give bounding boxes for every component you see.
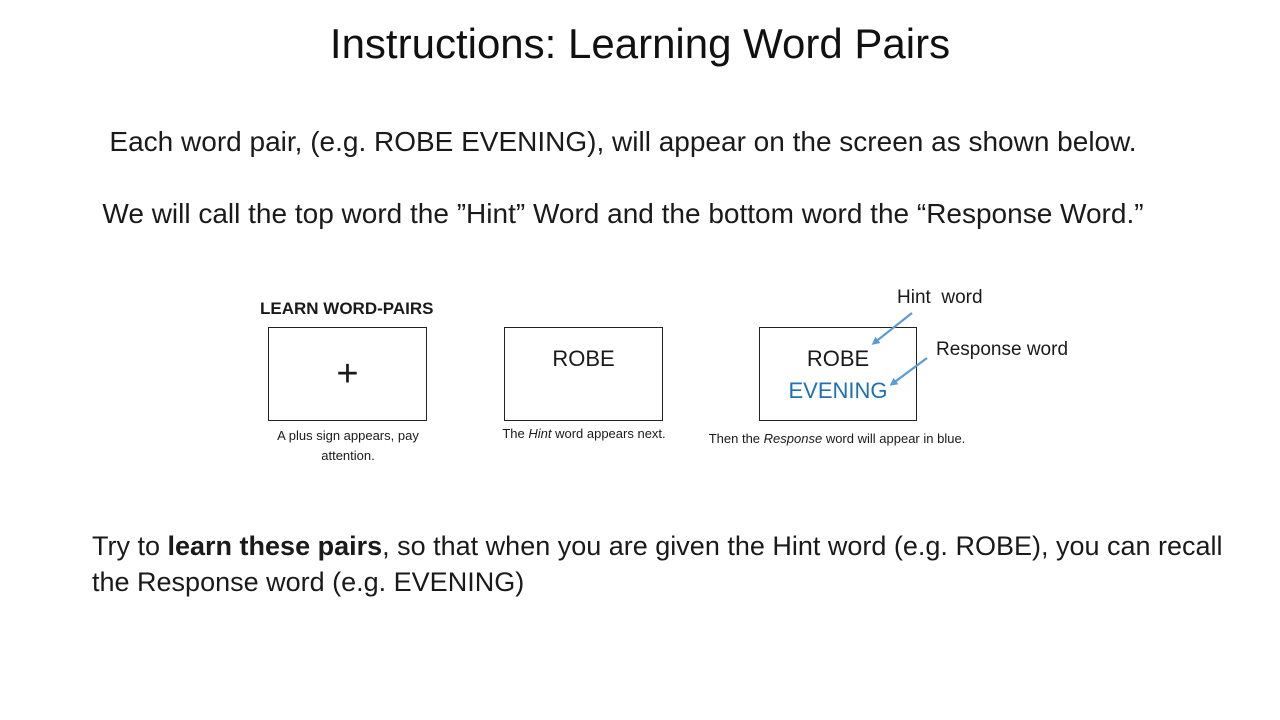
hint-caption: The Hint word appears next.	[478, 424, 690, 444]
hint-word-text: ROBE	[552, 346, 615, 371]
page-title: Instructions: Learning Word Pairs	[329, 20, 951, 67]
hint-screen-box: ROBE	[504, 327, 663, 421]
hint-word-callout: Hint word	[897, 287, 983, 308]
hint-caption-start: The	[502, 426, 529, 441]
fixation-caption: A plus sign appears, pay attention.	[277, 428, 419, 463]
hint-word-text: ROBE	[806, 346, 870, 371]
learning-instruction: Try to learn these pairs, so that when y…	[92, 528, 1242, 600]
response-screen-box: ROBE EVENING	[759, 327, 917, 421]
fixation-screen-box: +	[268, 327, 427, 421]
instruction-start: Try to	[92, 531, 168, 561]
response-caption-emphasis: Response	[763, 431, 823, 446]
instruction-end: , so that when you are given the Hint wo…	[92, 531, 1223, 597]
response-caption-end: word will appear in blue.	[822, 431, 966, 446]
response-word-text: EVENING	[788, 378, 888, 403]
intro-line-definitions: We will call the top word the ”Hint” Wor…	[102, 198, 1144, 229]
learn-word-pairs-label: LEARN WORD-PAIRS	[260, 299, 434, 318]
response-word-callout: Response word	[936, 339, 1069, 360]
hint-caption-end: word appears next.	[551, 426, 666, 441]
response-caption-start: Then the	[708, 431, 764, 446]
instruction-emphasis: learn these pairs	[167, 531, 383, 561]
response-caption: Then the Response word will appear in bl…	[706, 429, 968, 449]
intro-line-example: Each word pair, (e.g. ROBE EVENING), wil…	[109, 126, 1137, 157]
hint-caption-emphasis: Hint	[528, 426, 552, 441]
plus-sign: +	[336, 353, 359, 395]
